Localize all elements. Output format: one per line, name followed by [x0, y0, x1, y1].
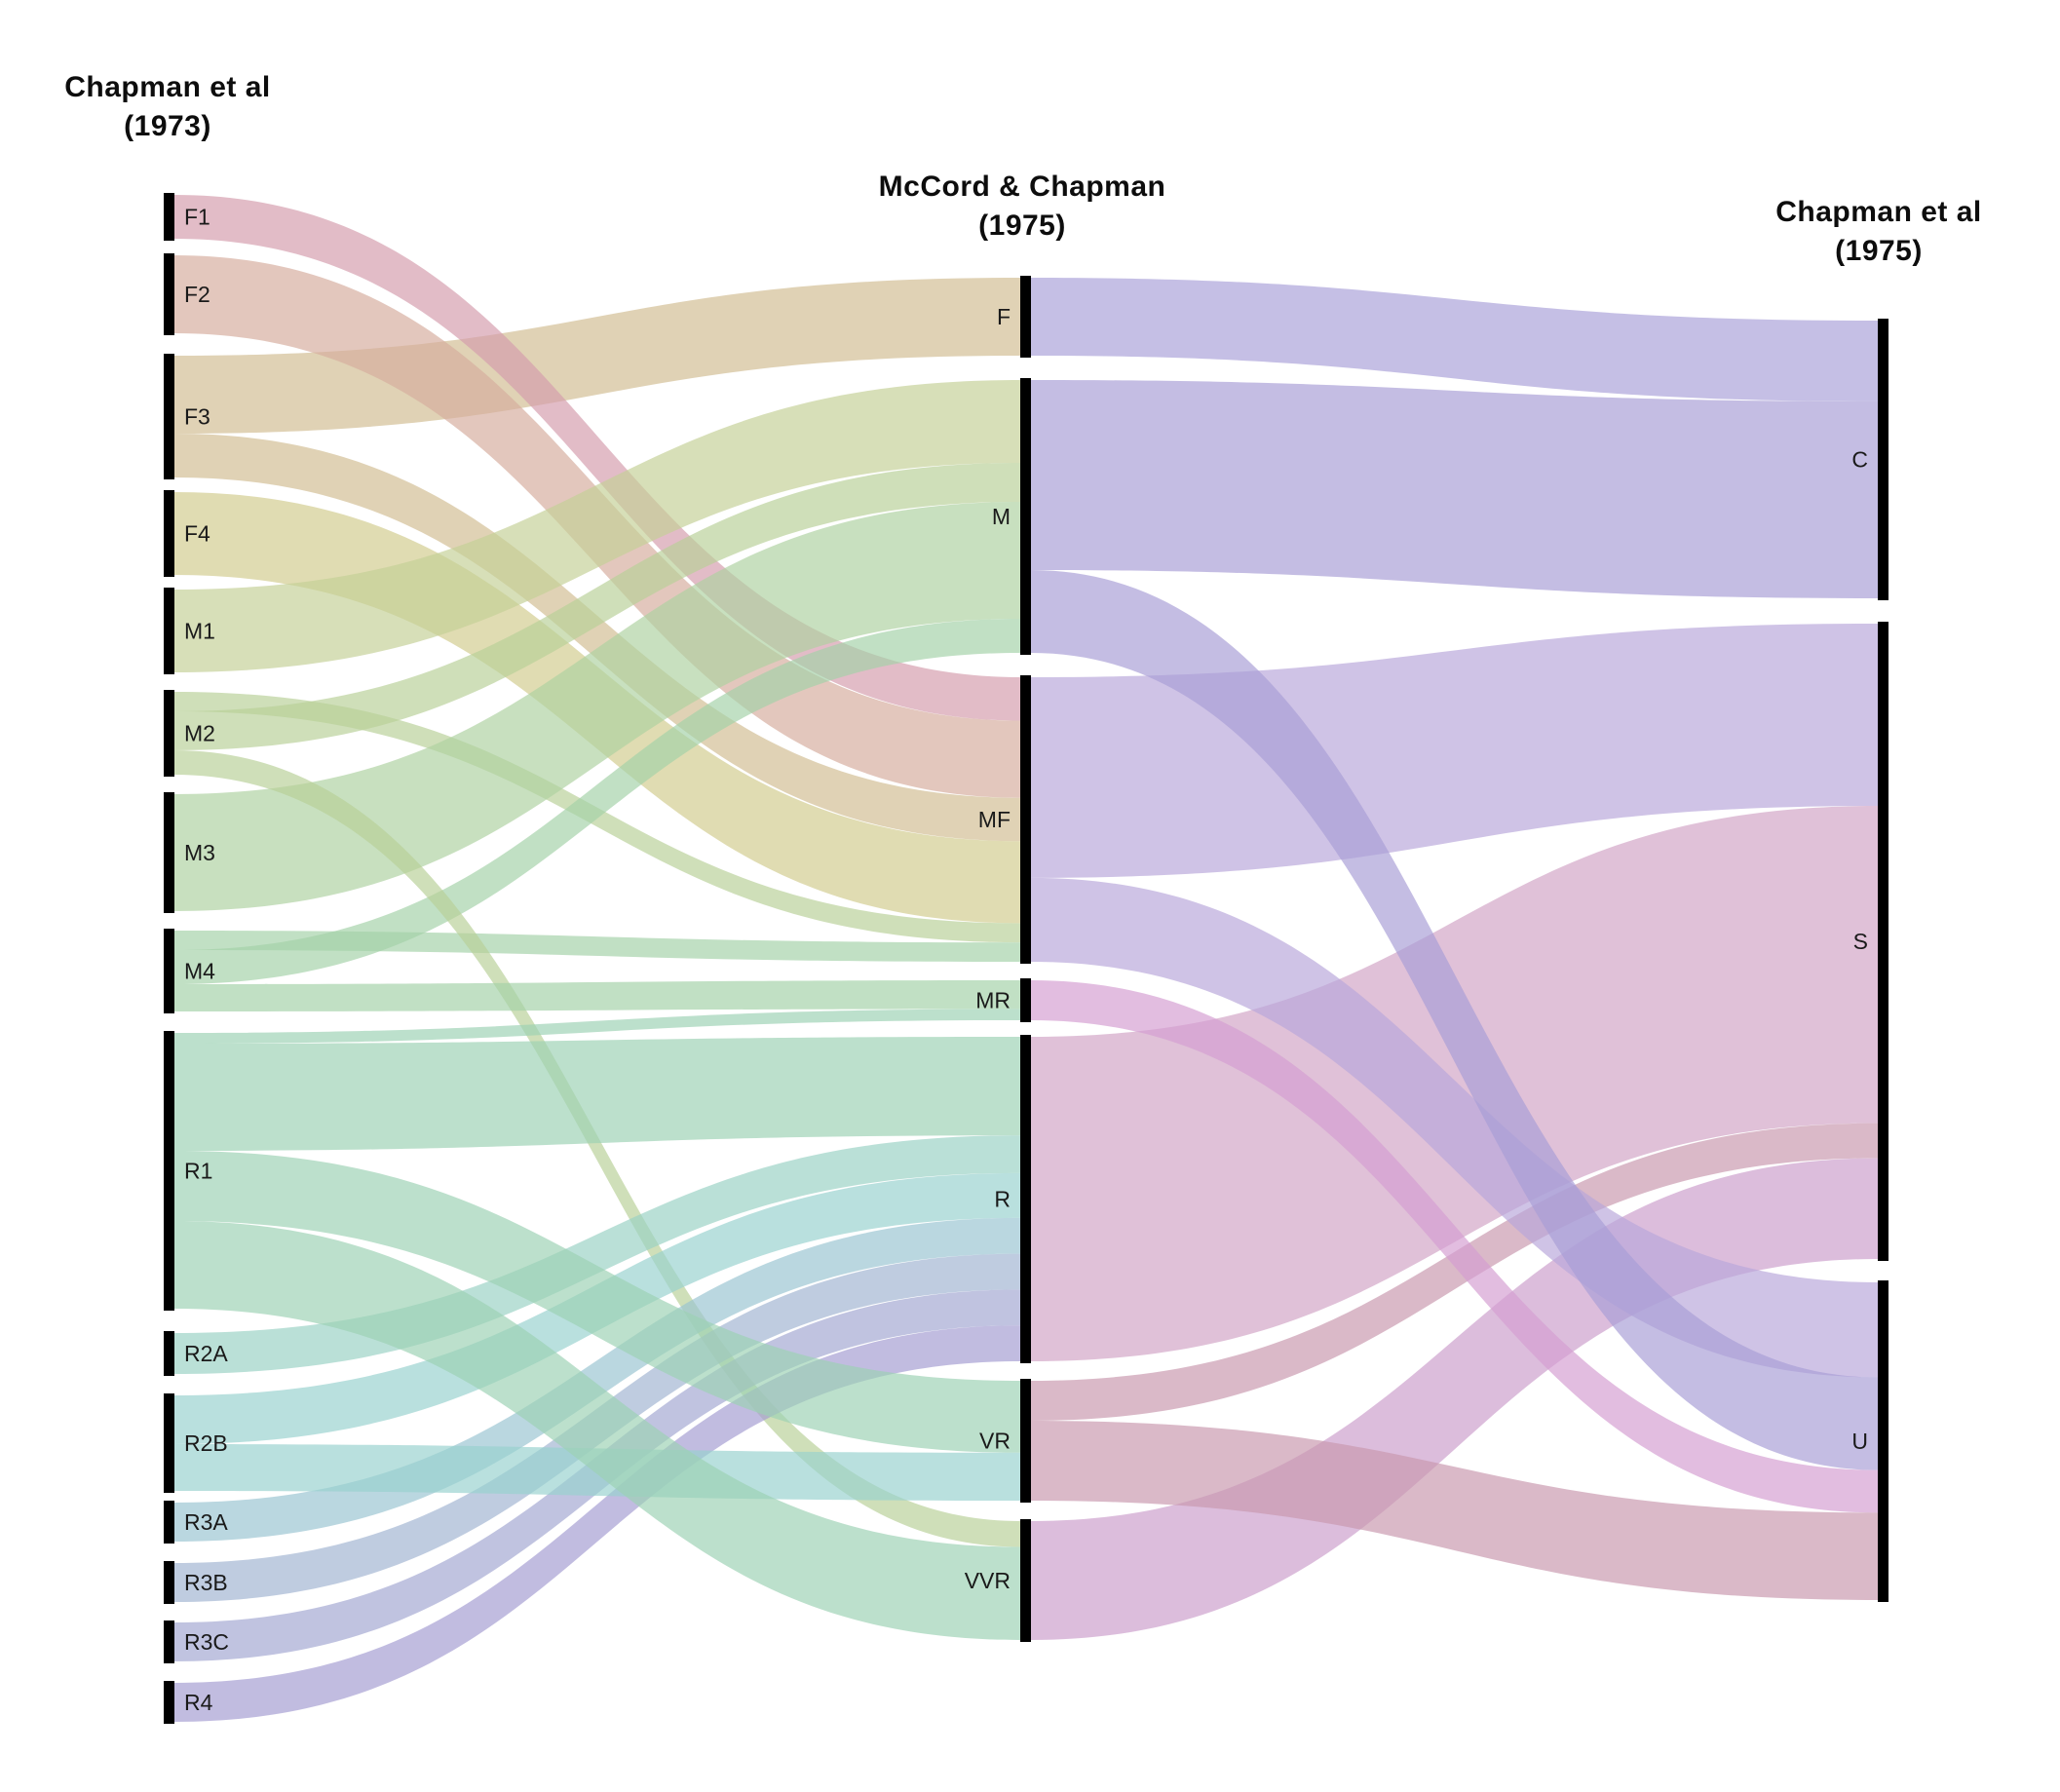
column-title-mccord-1975-line1: McCord & Chapman [878, 171, 1166, 203]
sankey-node-label-MF: MF [978, 807, 1011, 832]
sankey-node-label-U: U [1851, 1429, 1868, 1454]
sankey-node-R3B[interactable] [164, 1561, 174, 1604]
column-title-1973-line1: Chapman et al [64, 71, 271, 103]
column-title-chapman-1975: Chapman et al (1975) [1775, 193, 1982, 271]
sankey-node-MF[interactable] [1020, 675, 1031, 964]
sankey-node-label-M4: M4 [184, 959, 215, 984]
sankey-node-S[interactable] [1878, 622, 1888, 1261]
sankey-node-M4[interactable] [164, 929, 174, 1013]
sankey-node-F[interactable] [1020, 276, 1031, 358]
sankey-links [174, 195, 1878, 1722]
sankey-node-M1[interactable] [164, 588, 174, 674]
sankey-link-F3-F[interactable] [174, 278, 1020, 434]
sankey-link-MR-U[interactable] [1031, 980, 1878, 1513]
sankey-node-F2[interactable] [164, 253, 174, 335]
sankey-node-M[interactable] [1020, 378, 1031, 655]
sankey-link-M-U[interactable] [1031, 570, 1878, 1470]
sankey-node-label-VR: VR [979, 1429, 1011, 1454]
sankey-link-M4-MR[interactable] [174, 980, 1020, 1011]
column-title-1973-line2: (1973) [124, 110, 211, 142]
sankey-node-label-R: R [994, 1187, 1011, 1212]
sankey-node-F1[interactable] [164, 193, 174, 241]
sankey-node-R2B[interactable] [164, 1393, 174, 1493]
sankey-node-label-C: C [1851, 447, 1868, 473]
sankey-link-R1-VVR[interactable] [174, 1221, 1020, 1640]
sankey-link-VR-U[interactable] [1031, 1421, 1878, 1600]
sankey-node-C[interactable] [1878, 319, 1888, 600]
sankey-node-R3A[interactable] [164, 1501, 174, 1544]
sankey-link-M1-M[interactable] [174, 380, 1020, 672]
sankey-node-label-MR: MR [975, 988, 1011, 1013]
sankey-link-F-C[interactable] [1031, 278, 1878, 401]
sankey-node-label-M1: M1 [184, 619, 215, 644]
sankey-node-label-F: F [997, 304, 1011, 329]
sankey-node-R3C[interactable] [164, 1620, 174, 1663]
sankey-link-M2-M[interactable] [174, 463, 1020, 750]
sankey-node-label-F3: F3 [184, 404, 210, 430]
sankey-node-U[interactable] [1878, 1280, 1888, 1602]
sankey-node-M2[interactable] [164, 690, 174, 777]
column-title-mccord-1975: McCord & Chapman (1975) [879, 168, 1166, 246]
sankey-node-label-R2B: R2B [184, 1430, 228, 1456]
sankey-link-F1-MF[interactable] [174, 195, 1020, 721]
sankey-link-R1-VR[interactable] [174, 1151, 1020, 1453]
sankey-node-R4[interactable] [164, 1681, 174, 1724]
sankey-link-M3-M[interactable] [174, 502, 1020, 911]
sankey-node-F4[interactable] [164, 490, 174, 577]
sankey-node-label-R4: R4 [184, 1690, 213, 1715]
sankey-link-M2-VVR[interactable] [174, 750, 1020, 1547]
sankey-link-M-C[interactable] [1031, 380, 1878, 598]
column-title-1973: Chapman et al (1973) [64, 68, 271, 146]
column-title-mccord-1975-line2: (1975) [978, 210, 1066, 242]
sankey-node-label-F1: F1 [184, 205, 210, 230]
column-title-chapman-1975-line2: (1975) [1835, 235, 1923, 267]
sankey-node-MR[interactable] [1020, 978, 1031, 1022]
sankey-node-M3[interactable] [164, 792, 174, 913]
sankey-node-label-R2A: R2A [184, 1341, 228, 1366]
sankey-link-M4-M[interactable] [174, 619, 1020, 984]
sankey-link-F3-MF[interactable] [174, 434, 1020, 842]
sankey-link-VR-S[interactable] [1031, 1123, 1878, 1421]
sankey-node-label-M: M [992, 504, 1011, 529]
sankey-node-label-R3A: R3A [184, 1509, 228, 1535]
sankey-node-label-R3B: R3B [184, 1570, 228, 1595]
sankey-nodes [164, 193, 1888, 1724]
sankey-link-R1-MR[interactable] [174, 1009, 1020, 1044]
sankey-link-R1-R[interactable] [174, 1037, 1020, 1151]
sankey-node-label-F4: F4 [184, 521, 210, 547]
sankey-node-label-F2: F2 [184, 282, 210, 307]
sankey-node-R2A[interactable] [164, 1331, 174, 1376]
sankey-link-R4-R[interactable] [174, 1325, 1020, 1722]
column-title-chapman-1975-line1: Chapman et al [1775, 196, 1982, 228]
sankey-node-F3[interactable] [164, 354, 174, 479]
sankey-node-label-R3C: R3C [184, 1629, 229, 1655]
sankey-link-MF-U[interactable] [1031, 877, 1878, 1378]
sankey-node-R[interactable] [1020, 1035, 1031, 1363]
sankey-node-label-M3: M3 [184, 840, 215, 865]
sankey-node-label-S: S [1853, 929, 1868, 954]
sankey-node-VR[interactable] [1020, 1379, 1031, 1503]
sankey-node-VVR[interactable] [1020, 1519, 1031, 1642]
sankey-node-label-VVR: VVR [965, 1568, 1011, 1593]
sankey-link-R3A-R[interactable] [174, 1217, 1020, 1542]
sankey-node-label-M2: M2 [184, 721, 215, 746]
sankey-node-label-R1: R1 [184, 1159, 212, 1184]
sankey-node-R1[interactable] [164, 1031, 174, 1311]
